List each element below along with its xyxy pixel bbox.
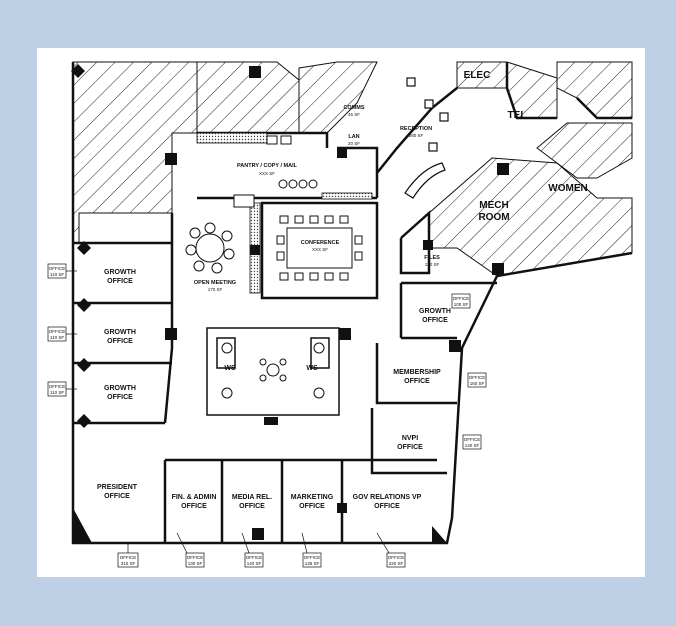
tag-left-3: OFFICE 110 SF — [47, 381, 67, 397]
label-comms-area: 45 SF — [348, 112, 360, 117]
label-growth-1a: GROWTH — [104, 269, 136, 276]
label-reception-area: 280 SF — [409, 133, 424, 138]
svg-text:110 SF: 110 SF — [50, 272, 64, 277]
svg-text:OFFICE: OFFICE — [388, 555, 405, 560]
svg-text:130 SF: 130 SF — [188, 561, 203, 566]
label-gov-relations-a: GOV RELATIONS VP — [353, 494, 422, 501]
tag-media-rel: OFFICE 140 SF — [244, 552, 264, 568]
open-meeting-furniture — [185, 222, 235, 274]
label-growth-right-b: OFFICE — [422, 317, 448, 324]
label-growth-right-a: GROWTH — [419, 308, 451, 315]
floor-plan-sheet: ELEC TEL WOMEN MECH ROOM COMMS 45 SF LAN… — [37, 48, 645, 577]
label-women: WOMEN — [548, 183, 587, 194]
svg-text:110 SF: 110 SF — [50, 335, 64, 340]
svg-text:OFFICE: OFFICE — [469, 375, 486, 380]
svg-text:OFFICE: OFFICE — [246, 555, 263, 560]
svg-text:OFFICE: OFFICE — [49, 384, 66, 389]
label-pantry-area: XXX SF — [259, 171, 275, 176]
label-conference-area: XXX SF — [312, 247, 328, 252]
label-open-meeting-area: 170 SF — [208, 287, 223, 292]
pantry-furniture — [233, 135, 318, 208]
tag-growth-right: OFFICE 100 SF — [451, 293, 471, 309]
label-fin-admin-b: OFFICE — [181, 503, 207, 510]
tag-marketing: OFFICE 135 SF — [302, 552, 322, 568]
label-growth-2b: OFFICE — [107, 338, 133, 345]
label-lan-area: 20 SF — [348, 141, 360, 146]
label-growth-3b: OFFICE — [107, 394, 133, 401]
svg-text:135 SF: 135 SF — [305, 561, 320, 566]
svg-text:310 SF: 310 SF — [121, 561, 136, 566]
tag-left-1: OFFICE 110 SF — [47, 263, 67, 279]
svg-text:160 SF: 160 SF — [470, 381, 485, 386]
svg-text:140 SF: 140 SF — [247, 561, 262, 566]
svg-text:110 SF: 110 SF — [50, 390, 64, 395]
label-growth-2a: GROWTH — [104, 329, 136, 336]
label-president-a: PRESIDENT — [97, 484, 138, 491]
label-ws-left: WS — [224, 365, 236, 372]
walls — [71, 62, 633, 545]
svg-text:OFFICE: OFFICE — [49, 329, 66, 334]
label-marketing-b: OFFICE — [299, 503, 325, 510]
label-files: FILES — [424, 255, 440, 261]
label-mech-1: MECH — [479, 200, 508, 211]
ws-furniture — [221, 342, 325, 399]
label-media-rel-b: OFFICE — [239, 503, 265, 510]
tag-membership: OFFICE 160 SF — [467, 372, 487, 388]
label-conference: CONFERENCE — [301, 240, 340, 246]
label-membership-a: MEMBERSHIP — [393, 369, 441, 376]
label-marketing-a: MARKETING — [291, 494, 334, 501]
label-ws-right: WS — [306, 365, 318, 372]
conference-furniture — [276, 215, 363, 281]
columns — [71, 64, 509, 543]
label-files-area: 120 SF — [425, 262, 440, 267]
tag-gov-relations: OFFICE 220 SF — [386, 552, 406, 568]
svg-text:100 SF: 100 SF — [454, 302, 469, 307]
svg-text:220 SF: 220 SF — [389, 561, 404, 566]
label-nvpi-a: NVPI — [402, 435, 418, 442]
label-gov-relations-b: OFFICE — [374, 503, 400, 510]
label-elec: ELEC — [464, 70, 491, 81]
svg-text:OFFICE: OFFICE — [464, 437, 481, 442]
floor-plan: ELEC TEL WOMEN MECH ROOM COMMS 45 SF LAN… — [47, 61, 633, 568]
label-media-rel-a: MEDIA REL. — [232, 494, 272, 501]
svg-text:OFFICE: OFFICE — [49, 266, 66, 271]
svg-text:OFFICE: OFFICE — [453, 296, 470, 301]
label-nvpi-b: OFFICE — [397, 444, 423, 451]
label-president-b: OFFICE — [104, 493, 130, 500]
svg-text:140 SF: 140 SF — [465, 443, 480, 448]
label-growth-1b: OFFICE — [107, 278, 133, 285]
label-mech-2: ROOM — [478, 212, 509, 223]
label-fin-admin-a: FIN. & ADMIN — [172, 494, 217, 501]
svg-text:OFFICE: OFFICE — [187, 555, 204, 560]
tag-president: OFFICE 310 SF — [117, 552, 139, 568]
label-lan: LAN — [348, 134, 359, 140]
label-pantry: PANTRY / COPY / MAIL — [237, 163, 298, 169]
tag-nvpi: OFFICE 140 SF — [462, 434, 482, 450]
tag-left-2: OFFICE 110 SF — [47, 326, 67, 342]
area-tags: OFFICE 110 SF OFFICE 110 SF OFFICE 110 S… — [47, 263, 487, 568]
label-reception: RECEPTION — [400, 126, 432, 132]
svg-text:OFFICE: OFFICE — [120, 555, 137, 560]
room-labels: ELEC TEL WOMEN MECH ROOM COMMS 45 SF LAN… — [97, 70, 588, 510]
label-open-meeting: OPEN MEETING — [194, 280, 236, 286]
hatched-areas — [72, 61, 633, 277]
reception-furniture — [404, 77, 449, 199]
tag-fin-admin: OFFICE 130 SF — [185, 552, 205, 568]
label-growth-3a: GROWTH — [104, 385, 136, 392]
label-membership-b: OFFICE — [404, 378, 430, 385]
label-comms: COMMS — [343, 105, 364, 111]
label-tel: TEL — [508, 110, 527, 121]
svg-text:OFFICE: OFFICE — [304, 555, 321, 560]
